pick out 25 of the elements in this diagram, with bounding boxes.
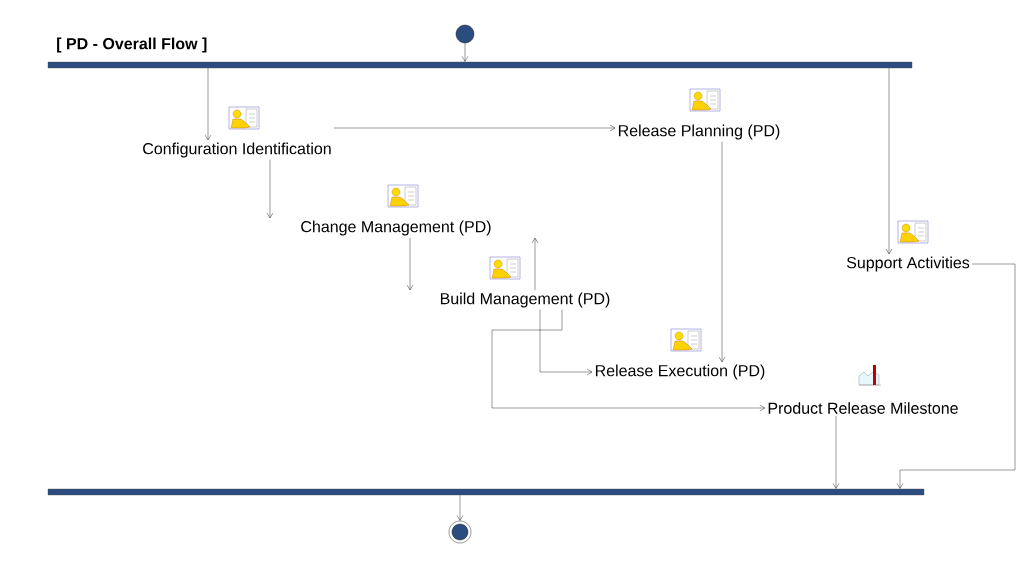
arrow [896, 263, 1016, 489]
arrow [406, 237, 414, 291]
initial-node [455, 24, 475, 44]
activity-label: Release Planning (PD) [618, 124, 780, 140]
arrow [491, 309, 765, 412]
activity-label: Build Management (PD) [440, 292, 610, 308]
arrow [266, 159, 274, 219]
activity-label: Support Activities [846, 256, 970, 272]
activity-label: Change Management (PD) [301, 220, 491, 236]
activity-label: Release Execution (PD) [595, 364, 765, 380]
arrow [885, 68, 893, 255]
fork-bar [47, 61, 913, 69]
final-node [448, 520, 472, 544]
activity-label: Configuration Identification [143, 142, 331, 158]
join-bar [47, 488, 925, 496]
arrow [204, 68, 212, 141]
arrow [718, 141, 726, 363]
arrow [531, 237, 539, 291]
diagram-title: [ PD - Overall Flow ] [57, 37, 207, 53]
arrow [456, 495, 464, 521]
arrow [832, 415, 840, 489]
arrow [333, 124, 616, 132]
arrow [461, 43, 469, 62]
activity-label: Product Release Milestone [768, 402, 958, 414]
arrow [539, 309, 593, 376]
